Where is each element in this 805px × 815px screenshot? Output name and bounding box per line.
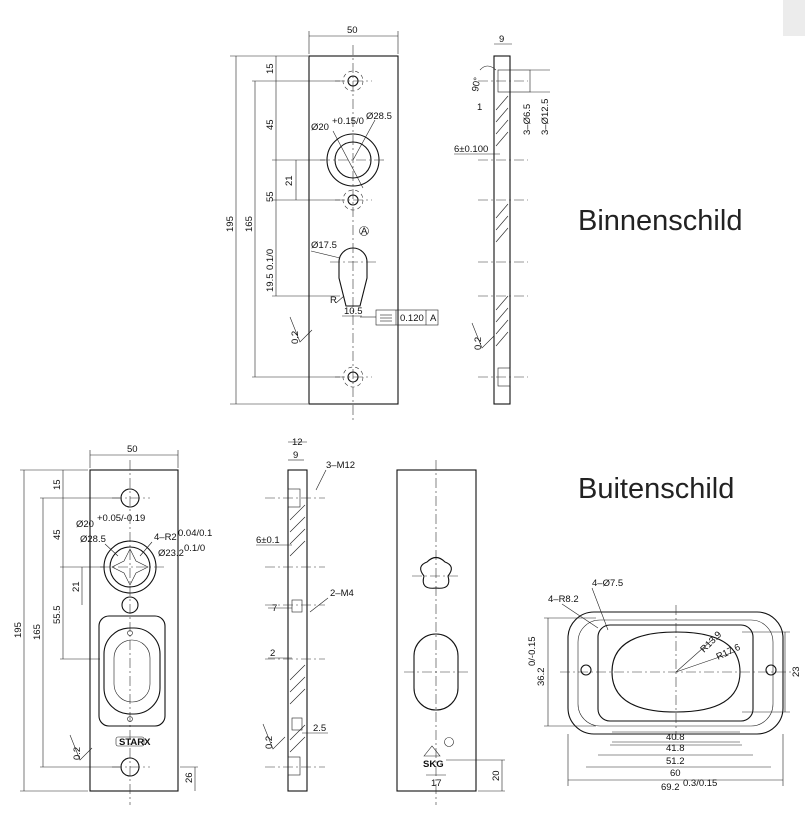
inner-side-roughness: 0.2	[473, 337, 484, 350]
outer-dim-2: 2	[270, 648, 275, 659]
rosette-height-tol: 0/-0.15	[527, 636, 538, 666]
inner-span-dim: 165	[244, 216, 255, 232]
inner-w105: 10.5	[344, 306, 363, 317]
rosette-radius: 4–R8.2	[548, 594, 579, 605]
title-buitenschild: Buitenschild	[578, 473, 734, 505]
rosette-view: 4–Ø7.5 4–R8.2 R13.9 R17.6 36.2 0/-0.15 2…	[527, 578, 802, 793]
inner-holes-65: 3–Ø6.5	[522, 104, 533, 135]
inner-tol-value: 0.120	[400, 313, 424, 324]
rosette-dim-23: 23	[791, 666, 802, 677]
title-binnenschild: Binnenschild	[578, 205, 742, 237]
outer-side-roughness: 0.2	[264, 736, 275, 749]
outer-dim-17: 17	[431, 778, 442, 789]
inner-width-dim: 50	[347, 25, 358, 36]
inner-dim-45: 45	[265, 119, 276, 130]
rosette-w692: 69.2	[661, 782, 680, 793]
outer-plate-rear-view: SKG 17 20	[396, 460, 505, 805]
inner-plate-side-view: 9 90° 1 3–Ø6.5 3–Ø12.5 6±0.100 0.2	[454, 34, 551, 405]
outer-dim-7: 7	[272, 603, 277, 614]
outer-dim-15: 15	[52, 479, 63, 490]
outer-dia20-tol: +0.05/-0.19	[97, 513, 145, 524]
inner-tol-ref: A	[430, 313, 437, 324]
inner-dim-195: 19.5	[265, 274, 276, 293]
outer-plate-front-view: STARX 50 195 165 15 45 55.5 21 26 Ø20 +0…	[13, 444, 212, 805]
rosette-w418: 41.8	[666, 743, 685, 754]
inner-height-dim: 195	[225, 216, 236, 232]
outer-dim-25: 2.5	[313, 723, 326, 734]
inner-holes-125: 3–Ø12.5	[540, 99, 551, 135]
inner-side-thickness: 9	[499, 34, 504, 45]
rosette-w692-tol: 0.3/0.15	[683, 778, 717, 789]
outer-height-dim: 195	[13, 622, 24, 638]
outer-dim-21: 21	[71, 581, 82, 592]
inner-r-label: R	[330, 295, 337, 306]
inner-slot-dim: 6±0.100	[454, 144, 488, 155]
outer-side-t2: 9	[293, 450, 298, 461]
inner-dia20: Ø20	[311, 122, 329, 133]
inner-dia28: Ø28.5	[366, 111, 392, 122]
outer-dia23: Ø23.2	[158, 548, 184, 559]
outer-r4-tol: 0.04/0.1	[178, 528, 212, 539]
outer-dim-555: 55.5	[52, 606, 63, 625]
rosette-holes: 4–Ø7.5	[592, 578, 623, 589]
inner-roughness: 0.2	[290, 331, 301, 344]
inner-dim-21: 21	[284, 175, 295, 186]
brand-label: STARX	[119, 737, 151, 748]
outer-r4: 4–R2	[154, 532, 177, 543]
outer-width-dim: 50	[127, 444, 138, 455]
outer-dim-45: 45	[52, 529, 63, 540]
inner-dia20-tol: +0.15/0	[332, 116, 364, 127]
rosette-w60: 60	[670, 768, 681, 779]
inner-dia17: Ø17.5	[311, 240, 337, 251]
corner-tab	[783, 0, 805, 36]
rosette-height: 36.2	[536, 668, 547, 687]
outer-m4: 2–M4	[330, 588, 354, 599]
outer-dia20: Ø20	[76, 519, 94, 530]
rosette-w512: 51.2	[666, 756, 685, 767]
inner-angle: 90°	[470, 76, 483, 92]
logo-label: SKG	[423, 759, 444, 770]
outer-m12: 3–M12	[326, 460, 355, 471]
outer-dim-26: 26	[184, 772, 195, 783]
outer-dim-20: 20	[491, 770, 502, 781]
outer-side-t1: 12	[292, 437, 303, 448]
outer-dia28: Ø28.5	[80, 534, 106, 545]
outer-span-dim: 165	[32, 624, 43, 640]
datum-a-label: A	[361, 226, 368, 237]
outer-roughness: 0.2	[72, 747, 83, 760]
inner-one: 1	[477, 102, 482, 113]
inner-dim-15: 15	[265, 63, 276, 74]
outer-plate-side-view: 12 9 3–M12 6±0.1 2–M4 7 2 2.5 0.2	[256, 437, 355, 792]
outer-slot-dim: 6±0.1	[256, 535, 280, 546]
inner-plate-front-view: A 50 195 165 15 45 55 21 19.5 0.1/0	[225, 25, 439, 420]
outer-dia23-tol: 0.1/0	[184, 543, 205, 554]
rosette-w408: 40.8	[666, 732, 685, 743]
inner-dim-55: 55	[265, 191, 276, 202]
inner-dim-195-tol: 0.1/0	[265, 249, 276, 270]
